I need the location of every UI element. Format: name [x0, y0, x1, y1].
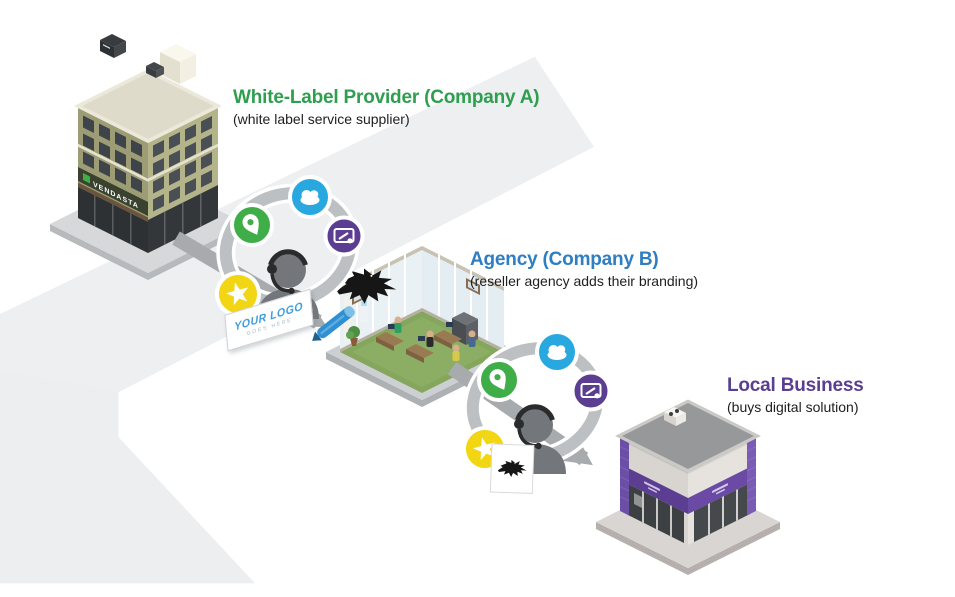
storefront-sign — [78, 166, 148, 216]
provider-building: VENDASTA — [50, 34, 246, 280]
local-business-title: Local Business — [727, 375, 864, 396]
store-banner — [620, 463, 688, 514]
windows — [83, 115, 142, 193]
office-people — [394, 316, 476, 361]
office-back-left-wall — [340, 246, 422, 353]
provider-subtitle: (white label service supplier) — [233, 110, 410, 127]
local-business-store — [596, 399, 780, 575]
agency-title: Agency (Company B) — [470, 249, 659, 270]
store-banner — [688, 464, 756, 515]
agency-subtitle: (reseller agency adds their branding) — [470, 272, 699, 289]
stage-label-agency: Agency (Company B) (reseller agency adds… — [470, 249, 698, 289]
windows — [153, 116, 212, 212]
pen-icon — [312, 306, 355, 341]
provider-title: White-Label Provider (Company A) — [233, 87, 540, 108]
office-desks — [376, 322, 462, 363]
stage-label-provider: White-Label Provider (Company A) (white … — [233, 87, 540, 127]
vendasta-logo-icon — [83, 172, 90, 184]
provider-building-right-face — [148, 108, 218, 254]
local-business-subtitle: (buys digital solution) — [727, 398, 859, 415]
agency-brand-card — [489, 443, 535, 494]
provider-building-left-face: VENDASTA — [78, 107, 148, 253]
stage-label-local-business: Local Business (buys digital solution) — [727, 375, 864, 415]
